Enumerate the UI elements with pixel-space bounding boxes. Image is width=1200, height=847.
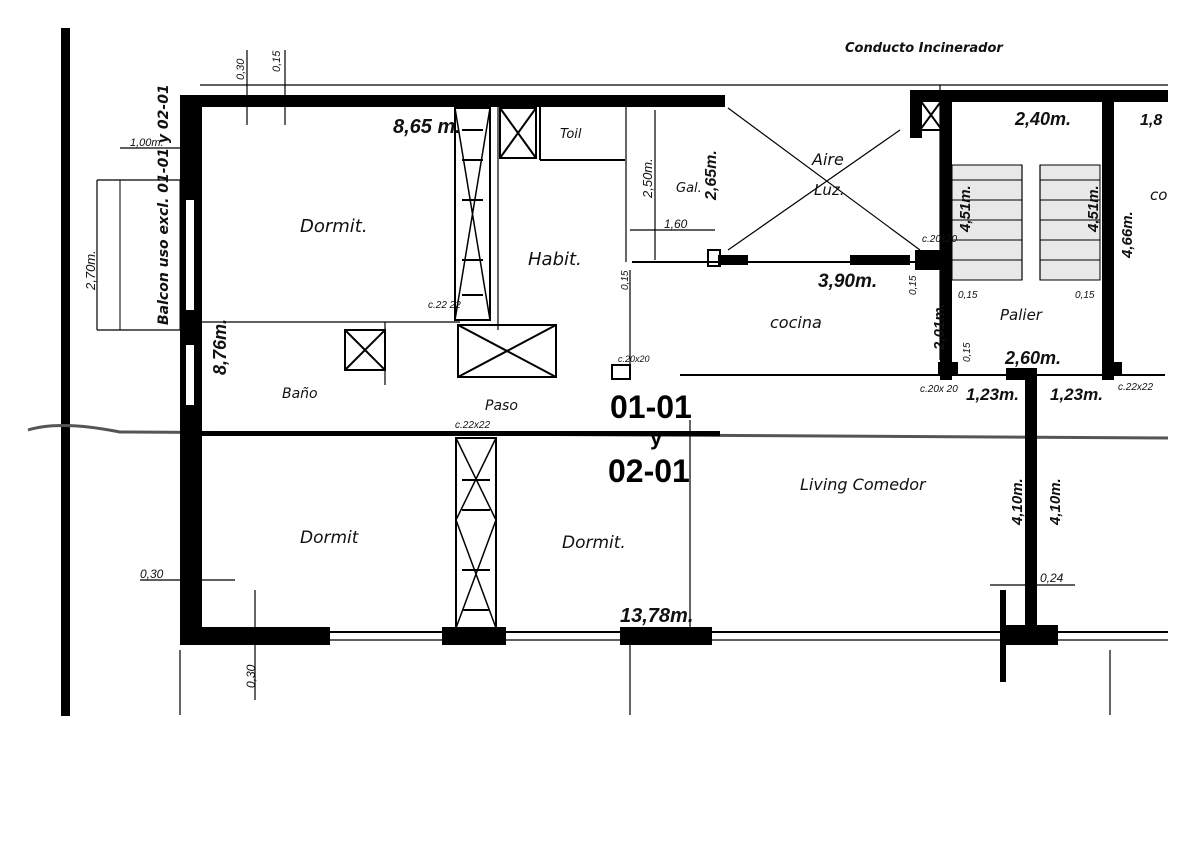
room-living-comedor: Living Comedor — [800, 475, 927, 494]
paper-crease — [27, 424, 1169, 440]
dim-270: 2,70m. — [83, 250, 98, 291]
room-paso: Paso — [485, 398, 518, 414]
dim-030-top: 0,30 — [235, 58, 247, 80]
dim-240: 2,40m. — [1014, 109, 1071, 129]
col-20x20-c: c.20x 20 — [920, 384, 958, 395]
dim-410b: 4,10m. — [1047, 478, 1064, 526]
ventilation-shafts — [344, 99, 943, 629]
room-gal: Gal. — [676, 181, 702, 196]
col-22x22-a: c.22 22 — [428, 300, 461, 311]
unit-connector: y — [650, 425, 663, 450]
room-co-cut: co — [1150, 186, 1167, 204]
dim-250: 2,50m. — [640, 158, 655, 199]
dim-865: 8,65 m. — [393, 116, 461, 138]
shaft-2 — [455, 437, 497, 629]
dim-015-a: 0,15 — [620, 270, 631, 290]
dim-015-e: 0,15 — [962, 342, 973, 362]
col-22x22-b: c.22x22 — [455, 420, 490, 431]
dim-1378: 13,78m. — [620, 605, 693, 627]
dim-160: 1,60 — [664, 217, 688, 231]
dim-265: 2,65m. — [703, 150, 720, 201]
col-20x20-a: c.20x20 — [618, 354, 650, 364]
room-toil: Toil — [560, 127, 582, 142]
dimension-lines — [96, 50, 1075, 700]
dim-260: 2,60m. — [1004, 348, 1061, 368]
dim-466: 4,66m. — [1119, 211, 1136, 259]
columns — [180, 249, 1122, 380]
room-dormit-bottom-mid: Dormit. — [562, 533, 626, 553]
dim-100: 1,00m. — [130, 137, 164, 149]
dim-123a: 1,23m. — [966, 385, 1019, 404]
dim-123b: 1,23m. — [1050, 385, 1103, 404]
dim-180: 1,8 — [1140, 112, 1162, 129]
incinerator-label: Conducto Incinerador — [845, 41, 1004, 56]
dim-410a: 4,10m. — [1009, 478, 1026, 526]
dim-024: 0,24 — [1040, 571, 1064, 585]
dim-451: 4,51m. — [957, 185, 974, 233]
room-luz: Luz. — [814, 181, 845, 199]
dim-015-b: 0,15 — [908, 275, 919, 295]
room-aire: Aire — [811, 150, 844, 169]
dim-015-c: 0,15 — [958, 290, 978, 301]
col-22x22-c: c.22x22 — [1118, 382, 1153, 393]
balcon-label: Balcon uso excl. 01-01 y 02-01 — [156, 84, 172, 325]
walls — [180, 90, 1168, 682]
shaft-1 — [454, 107, 491, 321]
dim-030-bottom: 0,30 — [244, 664, 258, 688]
dim-451b: 4,51m. — [1085, 185, 1102, 233]
dim-015-d: 0,15 — [1075, 290, 1095, 301]
room-habit: Habit. — [528, 249, 582, 270]
dim-876: 8,76m. — [210, 319, 230, 375]
unit-upper-code: 01-01 — [610, 389, 692, 425]
room-bano: Baño — [282, 386, 318, 402]
col-20x20-b: c.20x20 — [922, 234, 957, 245]
stairs — [951, 164, 1101, 281]
dim-390: 3,90m. — [818, 271, 877, 292]
room-dormit-top: Dormit. — [300, 216, 368, 237]
room-cocina: cocina — [770, 313, 822, 332]
dim-030-left: 0,30 — [140, 567, 164, 581]
room-palier: Palier — [1000, 306, 1043, 324]
dim-015-top: 0,15 — [271, 50, 283, 72]
dim-201: 2,01m. — [931, 303, 948, 351]
room-dormit-bottom-left: Dormit — [300, 528, 360, 548]
unit-lower-code: 02-01 — [608, 453, 690, 489]
